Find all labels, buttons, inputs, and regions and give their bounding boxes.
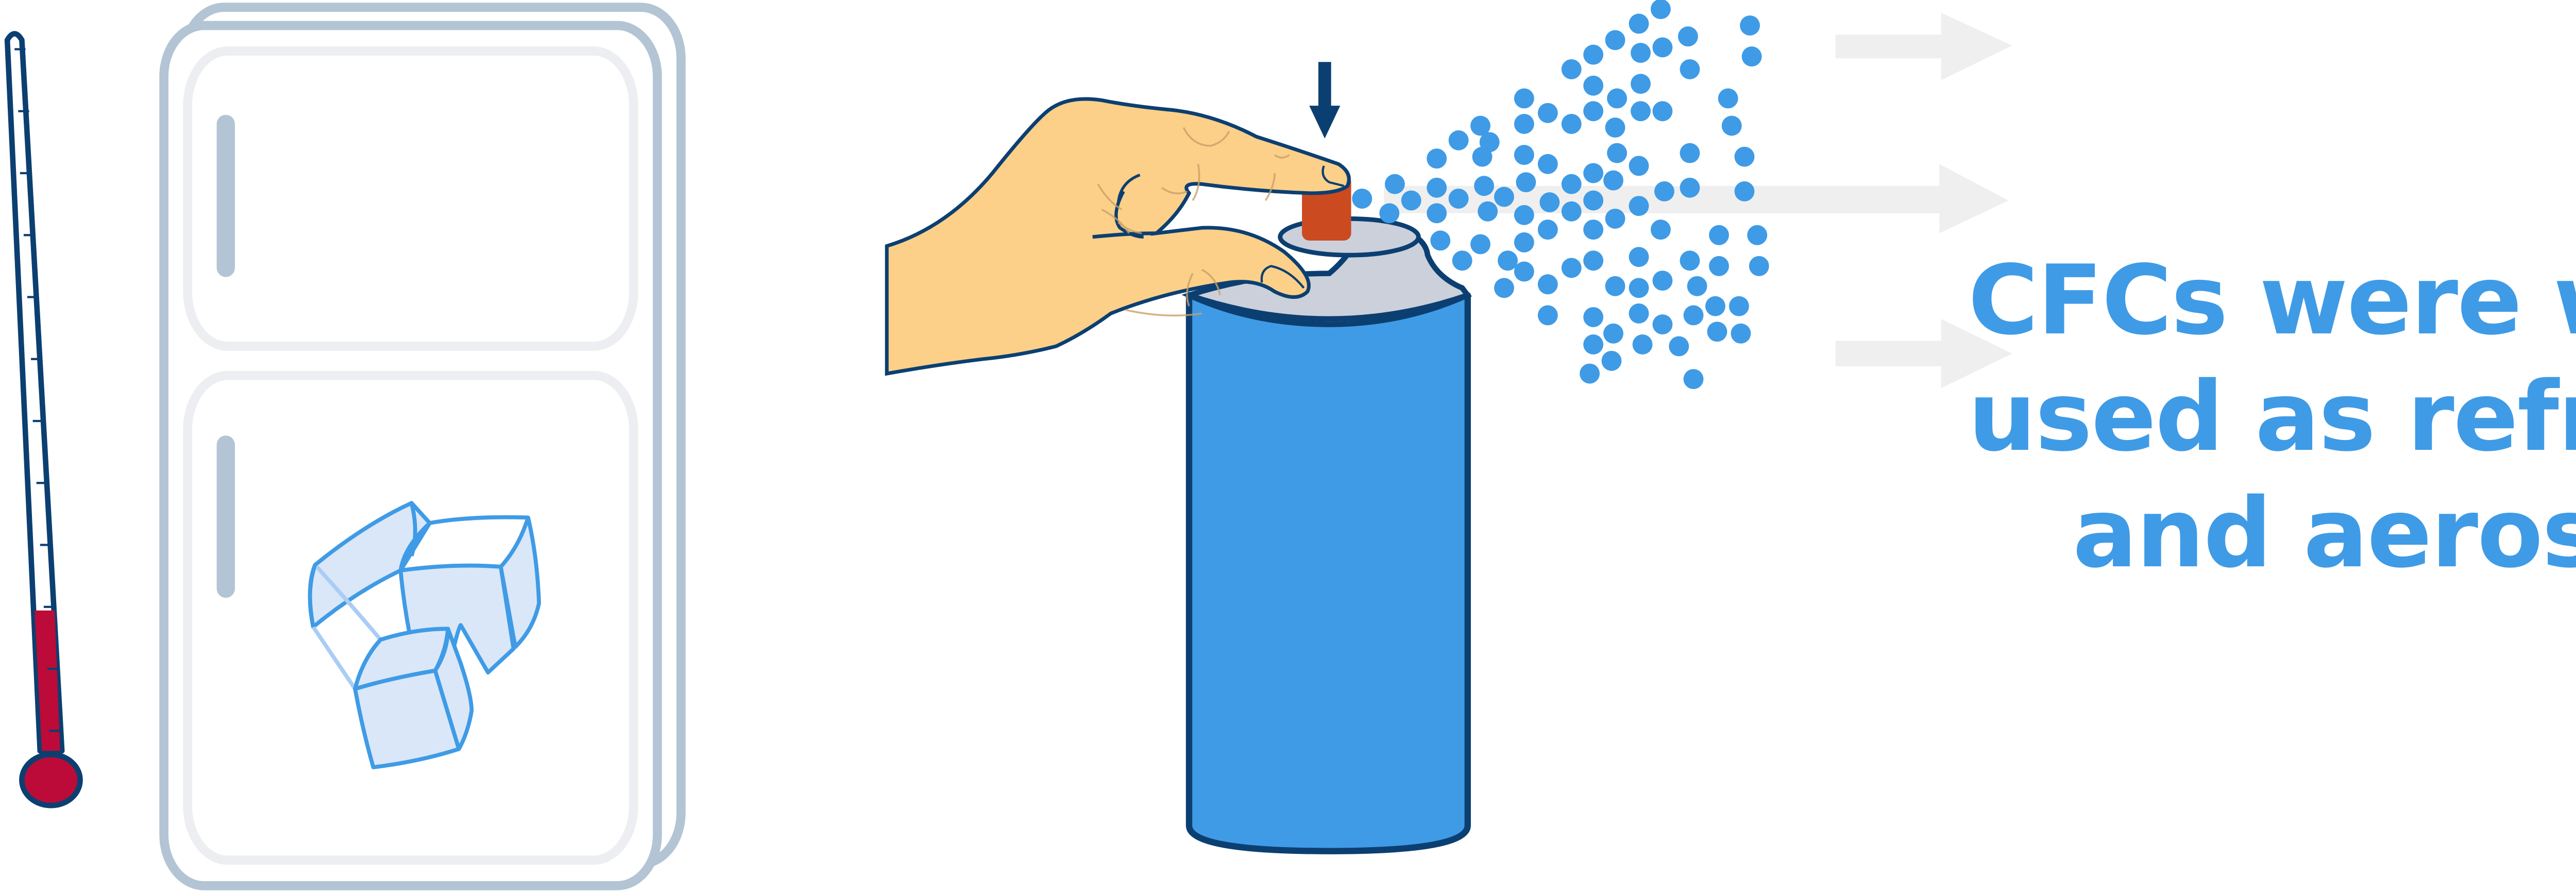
hand-icon (885, 97, 1351, 376)
spray-droplets (1352, 0, 1769, 390)
arrow-right-icon (1835, 318, 2012, 389)
fridge-handle-bottom (216, 435, 235, 598)
flow-arrows (1384, 12, 2012, 389)
caption-line-2: used as refrigerants (1968, 361, 2576, 473)
thermometer-icon (4, 31, 83, 808)
fridge-handle-top (216, 114, 235, 277)
arrow-right-icon (1384, 164, 2009, 233)
caption-line-3: and aerosols (2073, 477, 2576, 589)
ice-cubes-icon (308, 501, 541, 769)
refrigerator-icon (159, 3, 686, 890)
caption-text: CFCs were widely used as refrigerants an… (1968, 242, 2576, 592)
caption-line-1: CFCs were widely (1968, 244, 2576, 356)
aerosol-can-icon (1181, 175, 1472, 854)
press-down-arrow-icon (1309, 62, 1341, 139)
arrow-right-icon (1835, 12, 2012, 80)
